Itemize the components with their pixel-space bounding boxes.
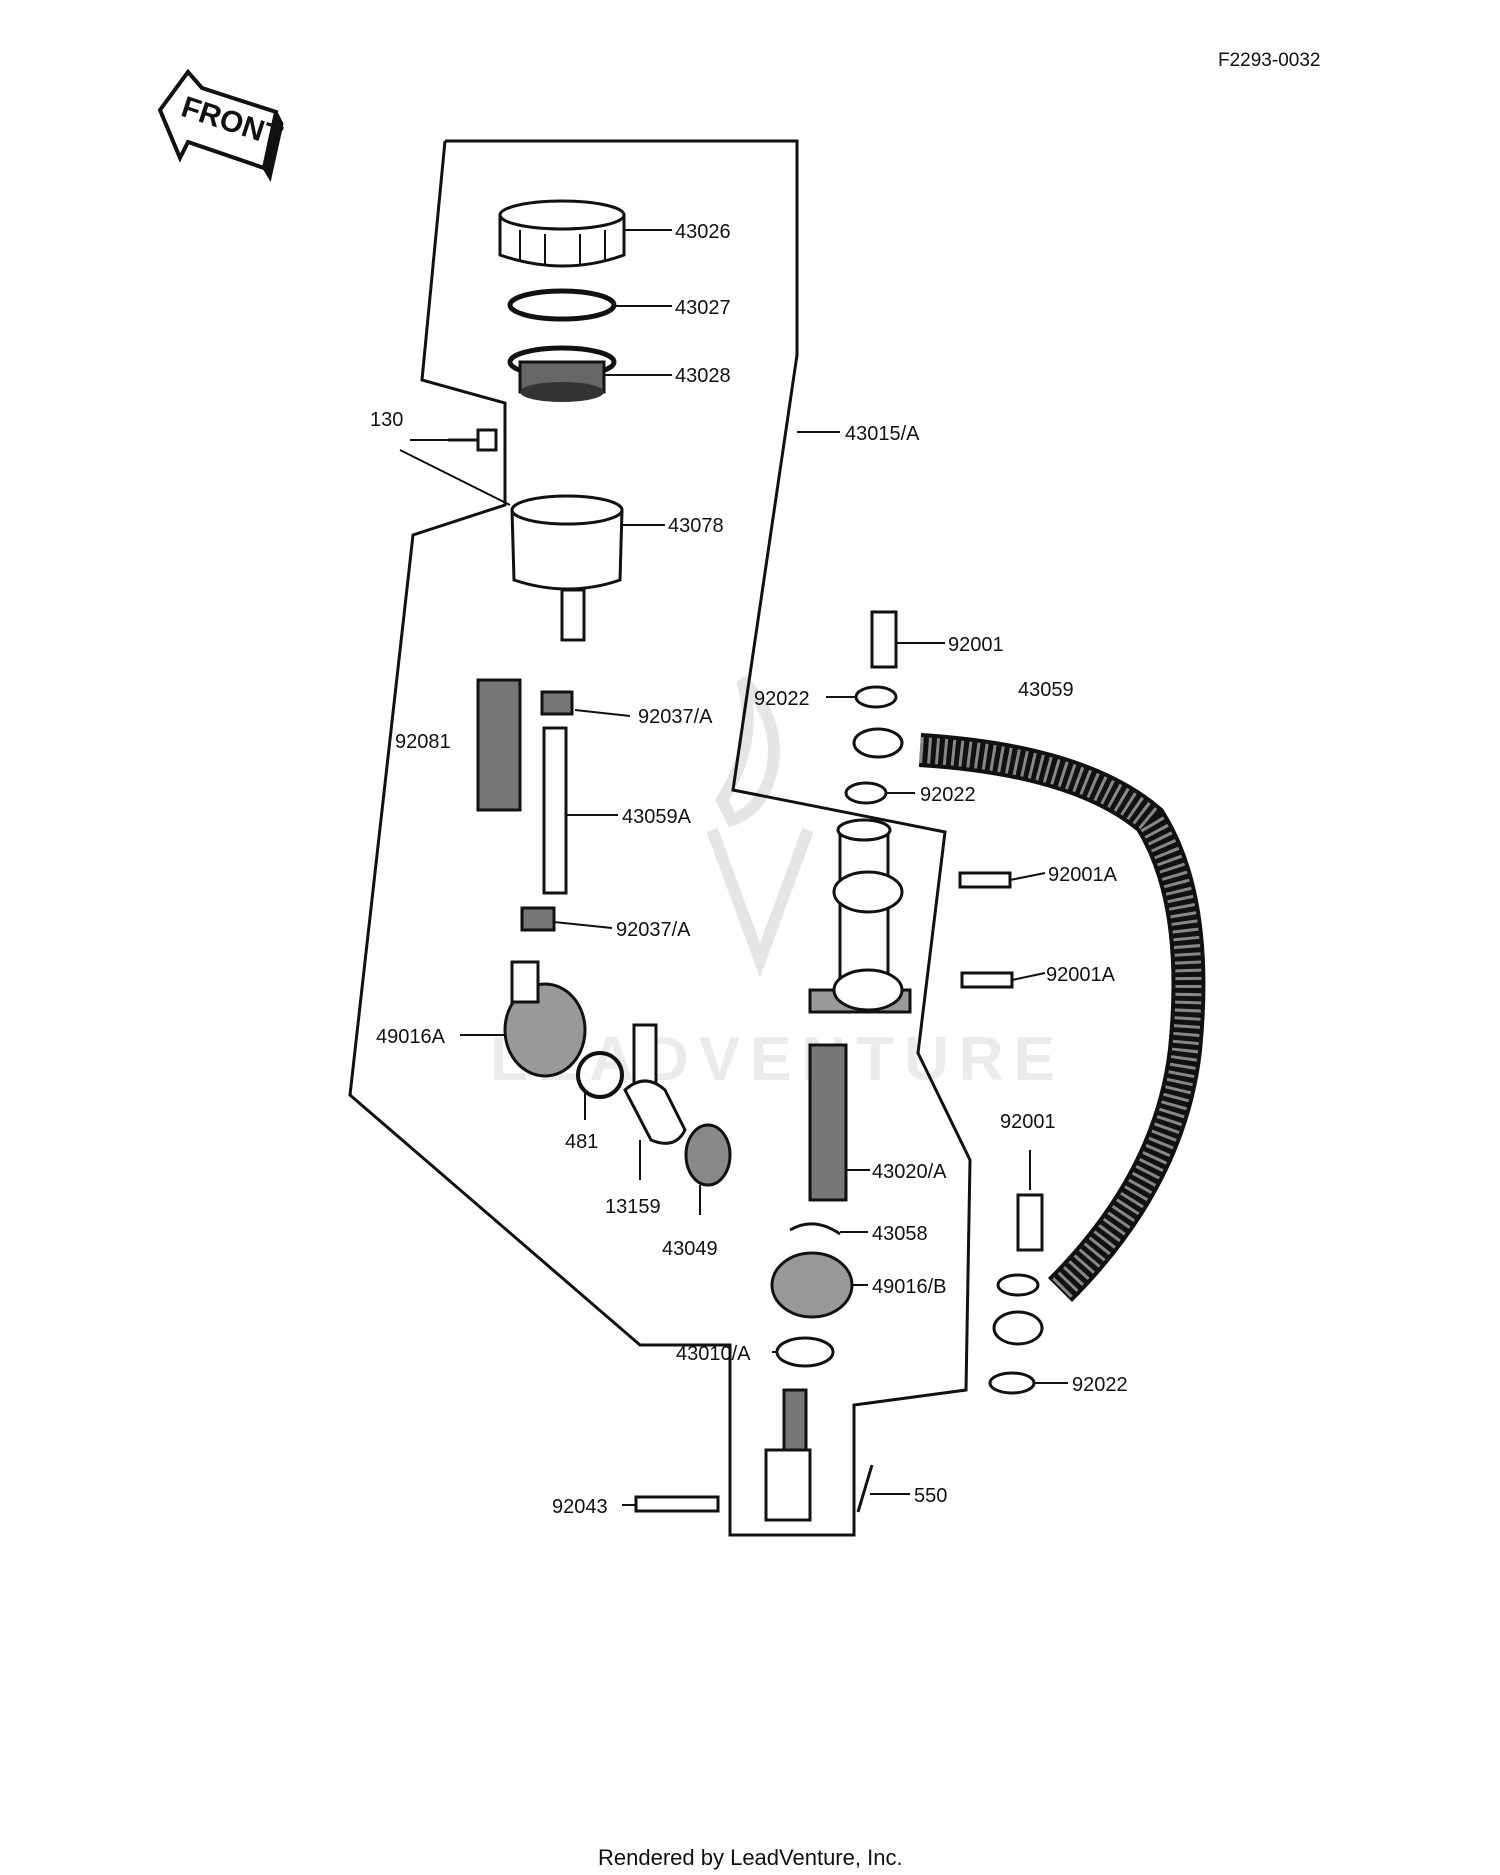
reservoir — [510, 494, 624, 642]
callout-label: 92001A — [1046, 964, 1116, 986]
callout-label: 92081 — [395, 731, 451, 753]
diaphragm-plate — [507, 288, 617, 322]
diaphragm — [507, 345, 617, 402]
leadventure-logo-icon — [706, 675, 814, 978]
washer-3 — [996, 1273, 1040, 1297]
cotter-pin — [856, 1464, 874, 1513]
fitting-seal — [684, 1123, 732, 1187]
push-rod — [764, 1336, 835, 1522]
reservoir-cap — [498, 199, 626, 268]
dust-boot — [503, 960, 587, 1078]
master-cylinder-body — [808, 818, 912, 1014]
callout-label: 130 — [370, 409, 403, 431]
callout-label: 92022 — [1072, 1374, 1128, 1396]
spring — [476, 678, 522, 812]
reservoir-hose — [542, 726, 568, 895]
leader-lines — [399, 229, 1068, 1506]
callout-label: 43059A — [622, 806, 692, 828]
callout-label: 92037/A — [616, 919, 691, 941]
callout-label: 43020/A — [872, 1161, 947, 1183]
washer-2 — [844, 781, 888, 805]
callout-label: 43049 — [662, 1238, 718, 1260]
callout-label: 43078 — [668, 515, 724, 537]
callout-label: 43010/A — [676, 1343, 751, 1365]
hose-clamp-lower — [520, 906, 556, 932]
washer-1 — [854, 685, 898, 709]
retaining-clip — [789, 1222, 841, 1236]
callout-labels: 43026 43027 43028 130 43015/A 43078 9200… — [370, 221, 1128, 1518]
callout-label: 49016A — [376, 1026, 446, 1048]
screw-130 — [448, 428, 498, 452]
inlet-fitting — [623, 1023, 687, 1145]
callout-label: 92022 — [754, 688, 810, 710]
diagram-code: F2293-0032 — [1218, 50, 1320, 71]
callout-label: 481 — [565, 1131, 598, 1153]
mounting-bolt-lower — [960, 971, 1014, 989]
callout-label: 43026 — [675, 221, 731, 243]
callout-label: 49016/B — [872, 1276, 947, 1298]
washer-4 — [988, 1371, 1036, 1395]
clevis-pin — [634, 1495, 720, 1513]
callout-label: 43027 — [675, 297, 731, 319]
callout-label: 92001A — [1048, 864, 1118, 886]
callout-label: 550 — [914, 1485, 947, 1507]
callout-label: 92037/A — [638, 706, 713, 728]
banjo-bolt-upper — [870, 610, 898, 669]
brake-hose — [852, 727, 1206, 1346]
hose-clamp-upper — [540, 690, 574, 716]
footer-credit: Rendered by LeadVenture, Inc. — [598, 1845, 903, 1870]
callout-label: 92022 — [920, 784, 976, 806]
callout-label: 92043 — [552, 1496, 608, 1518]
callout-label: 43059 — [1018, 679, 1074, 701]
circlip — [576, 1051, 624, 1099]
banjo-bolt-lower — [1016, 1193, 1044, 1252]
piston-assembly — [808, 1043, 848, 1202]
callout-label: 13159 — [605, 1196, 661, 1218]
callout-label: 43058 — [872, 1223, 928, 1245]
callout-label: 43028 — [675, 365, 731, 387]
push-rod-boot — [770, 1251, 854, 1319]
assembly-outline — [348, 139, 972, 1537]
mounting-bolt-upper — [958, 871, 1012, 889]
front-arrow-icon: FRONT — [157, 68, 286, 182]
callout-label: 92001 — [1000, 1111, 1056, 1133]
callout-label: 43015/A — [845, 423, 920, 445]
callout-label: 92001 — [948, 634, 1004, 656]
